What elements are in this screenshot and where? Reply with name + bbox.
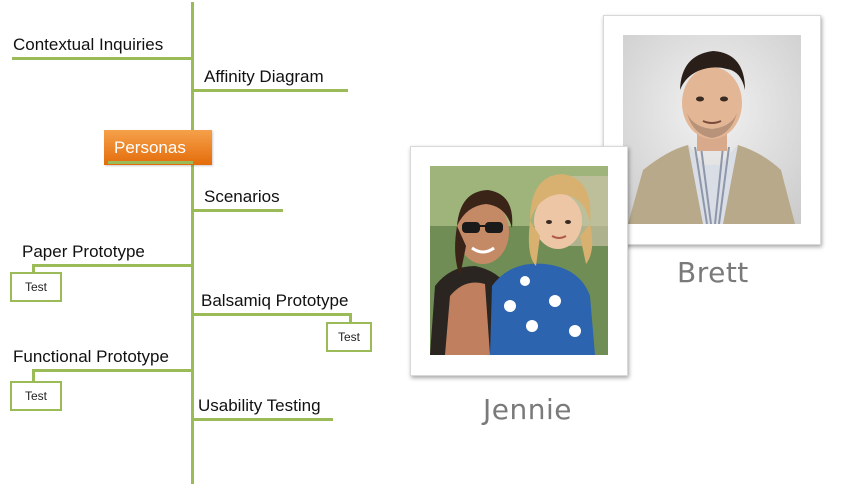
connector-balsamiq-test xyxy=(349,313,352,322)
step-usability-testing: Usability Testing xyxy=(198,396,321,415)
branch-personas xyxy=(108,161,193,164)
timeline-trunk xyxy=(191,2,194,484)
brett-photo xyxy=(623,35,801,224)
step-paper-prototype: Paper Prototype xyxy=(22,242,145,261)
jennie-photo xyxy=(430,166,608,355)
branch-balsamiq-prototype xyxy=(192,313,352,316)
jennie-photo-frame xyxy=(410,146,628,376)
step-balsamiq-prototype: Balsamiq Prototype xyxy=(201,291,349,310)
test-box-paper: Test xyxy=(10,272,62,302)
persona-name-jennie: Jennie xyxy=(483,393,572,426)
persona-name-brett: Brett xyxy=(677,256,749,289)
connector-functional-test xyxy=(32,369,35,382)
step-personas: Personas xyxy=(104,130,212,165)
test-box-functional: Test xyxy=(10,381,62,411)
step-functional-prototype: Functional Prototype xyxy=(13,347,169,366)
step-scenarios: Scenarios xyxy=(204,187,280,206)
brett-photo-frame xyxy=(603,15,821,245)
step-contextual-inquiries: Contextual Inquiries xyxy=(13,35,164,54)
branch-functional-prototype xyxy=(32,369,193,372)
branch-usability-testing xyxy=(192,418,333,421)
branch-paper-prototype xyxy=(32,264,193,267)
step-affinity-diagram: Affinity Diagram xyxy=(204,67,324,86)
test-box-balsamiq: Test xyxy=(326,322,372,352)
branch-affinity-diagram xyxy=(192,89,348,92)
branch-scenarios xyxy=(192,209,283,212)
connector-paper-test xyxy=(32,264,35,273)
branch-contextual-inquiries xyxy=(12,57,193,60)
